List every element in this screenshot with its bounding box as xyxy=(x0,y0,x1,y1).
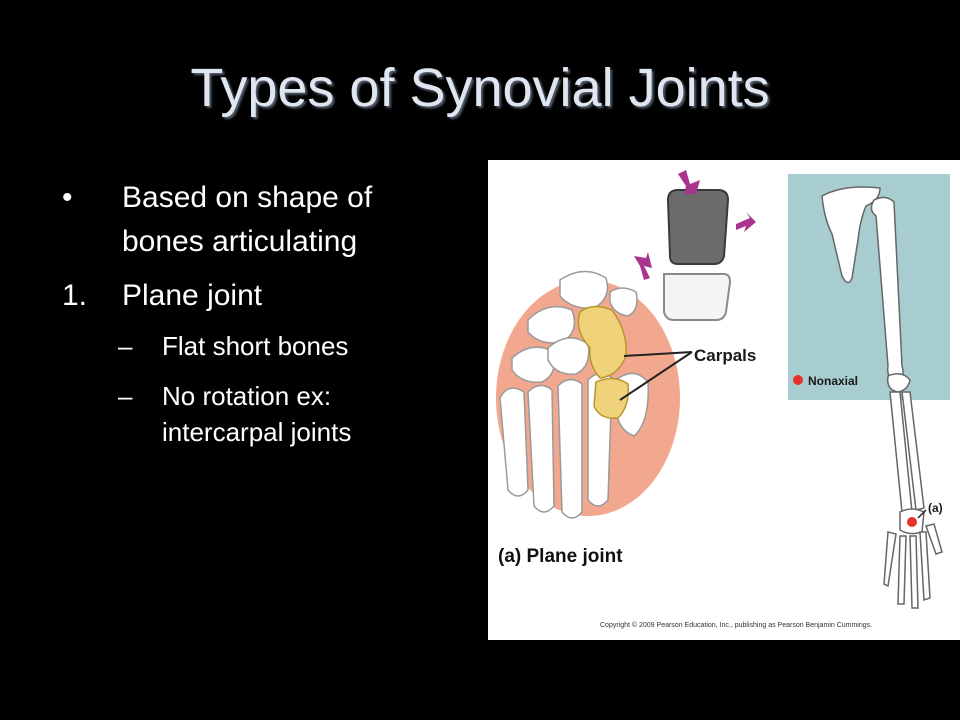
nonaxial-panel xyxy=(788,174,950,400)
slide-title: Types of Synovial Joints xyxy=(190,58,770,118)
bullet-text-line: Plane joint xyxy=(122,279,263,312)
plane-joint-blocks xyxy=(663,189,732,321)
sub-bullet-marker: – xyxy=(118,331,133,361)
copyright-notice: Copyright © 2009 Pearson Education, Inc.… xyxy=(600,621,872,629)
nonaxial-legend-dot xyxy=(793,375,803,385)
joint-marker-dot xyxy=(907,517,917,527)
sub-bullet-text-line: intercarpal joints xyxy=(162,417,352,447)
a-marker-label: (a) xyxy=(928,501,943,515)
a-leader-line xyxy=(917,509,927,519)
bullet-marker: • xyxy=(62,181,73,214)
sub-bullet-marker: – xyxy=(118,381,133,411)
plane-joint-figure: Carpals (a) Nonaxial (a) xyxy=(488,160,960,640)
carpals-highlight xyxy=(577,305,630,419)
carpals-leader-lines xyxy=(619,351,693,401)
bullet-text-line: Based on shape of xyxy=(122,181,373,214)
figure-caption: (a) Plane joint xyxy=(498,546,623,567)
bullet-text-line: bones articulating xyxy=(122,225,358,258)
sub-bullet-text-line: Flat short bones xyxy=(162,331,349,361)
sub-bullet-text-line: No rotation ex: xyxy=(162,381,332,411)
nonaxial-label: Nonaxial xyxy=(808,374,858,388)
movement-arrows xyxy=(634,170,756,280)
arm-skeleton-illustration xyxy=(821,186,943,609)
carpals-label: Carpals xyxy=(694,346,756,365)
numbered-marker: 1. xyxy=(62,279,88,312)
